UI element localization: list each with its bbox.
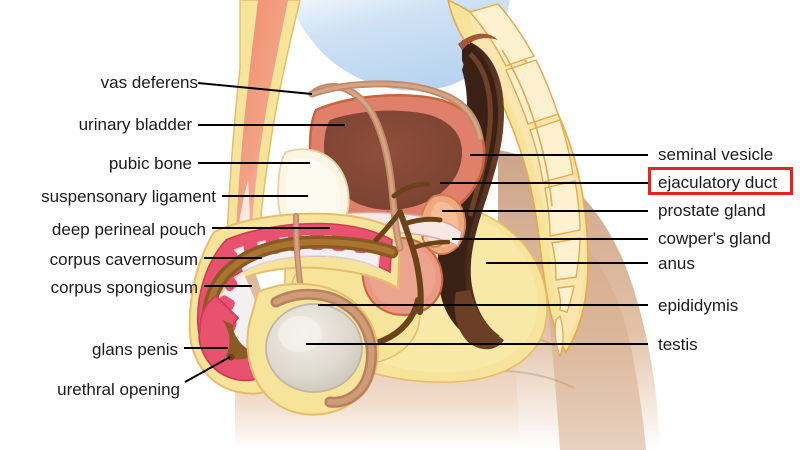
label-text-pubic-bone: pubic bone [108, 154, 192, 173]
label-anus: anus [658, 255, 695, 272]
label-text-cowpers-gland: cowper's gland [658, 229, 771, 248]
label-corpus-spongiosum: corpus spongiosum [51, 279, 198, 296]
label-text-prostate-gland: prostate gland [658, 201, 766, 220]
label-deep-perineal-pouch: deep perineal pouch [52, 221, 206, 238]
label-text-urethral-opening: urethral opening [57, 380, 180, 399]
ejaculatory-duct-highlight-box [648, 167, 793, 195]
label-text-testis: testis [658, 335, 698, 354]
label-urethral-opening: urethral opening [57, 381, 180, 398]
label-urinary-bladder: urinary bladder [79, 116, 192, 133]
leader-urethral-opening [184, 356, 231, 383]
vas-deferens [293, 80, 484, 299]
label-vas-deferens: vas deferens [101, 74, 198, 91]
label-corpus-cavernosum: corpus cavernosum [50, 251, 198, 268]
label-text-vas-deferens: vas deferens [100, 73, 198, 92]
label-text-corpus-cavernosum: corpus cavernosum [49, 250, 198, 269]
label-cowpers-gland: cowper's gland [658, 230, 771, 247]
label-suspensonary-ligament: suspensonary ligament [41, 188, 216, 205]
label-testis: testis [658, 336, 698, 353]
label-prostate-gland: prostate gland [658, 202, 766, 219]
label-ejaculatory-duct: ejaculatory duct [658, 174, 777, 191]
label-text-anus: anus [658, 254, 695, 273]
label-text-corpus-spongiosum: corpus spongiosum [50, 278, 198, 297]
epididymis [270, 288, 377, 408]
label-text-suspensonary-ligament: suspensonary ligament [41, 187, 216, 206]
label-glans-penis: glans penis [92, 341, 178, 358]
testis [265, 303, 363, 393]
label-text-urinary-bladder: urinary bladder [78, 115, 192, 134]
label-pubic-bone: pubic bone [109, 155, 192, 172]
label-seminal-vesicle: seminal vesicle [658, 146, 773, 163]
label-text-ejaculatory-duct: ejaculatory duct [658, 173, 778, 192]
leader-lines [184, 82, 650, 383]
label-text-glans-penis: glans penis [91, 340, 178, 359]
label-text-seminal-vesicle: seminal vesicle [658, 145, 774, 164]
label-text-deep-perineal-pouch: deep perineal pouch [51, 220, 206, 239]
leader-vas-deferens [197, 82, 313, 95]
label-text-epididymis: epididymis [658, 296, 739, 315]
label-epididymis: epididymis [658, 297, 738, 314]
